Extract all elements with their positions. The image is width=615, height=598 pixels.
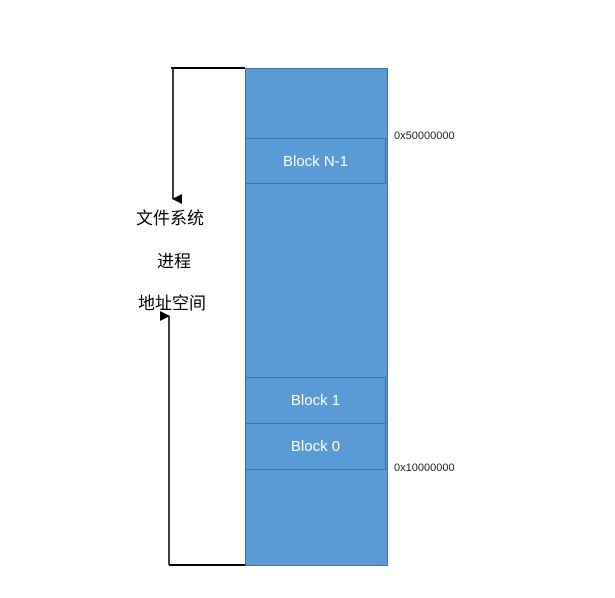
block-n-1: Block N-1	[245, 138, 386, 184]
label-line-3: 地址空间	[138, 294, 206, 314]
label-line-1: 文件系统	[136, 209, 204, 229]
block-1: Block 1	[245, 377, 386, 424]
label-line-2: 进程	[157, 252, 191, 272]
block-0: Block 0	[245, 423, 386, 470]
address-high: 0x50000000	[394, 130, 455, 142]
address-low: 0x10000000	[394, 462, 455, 474]
